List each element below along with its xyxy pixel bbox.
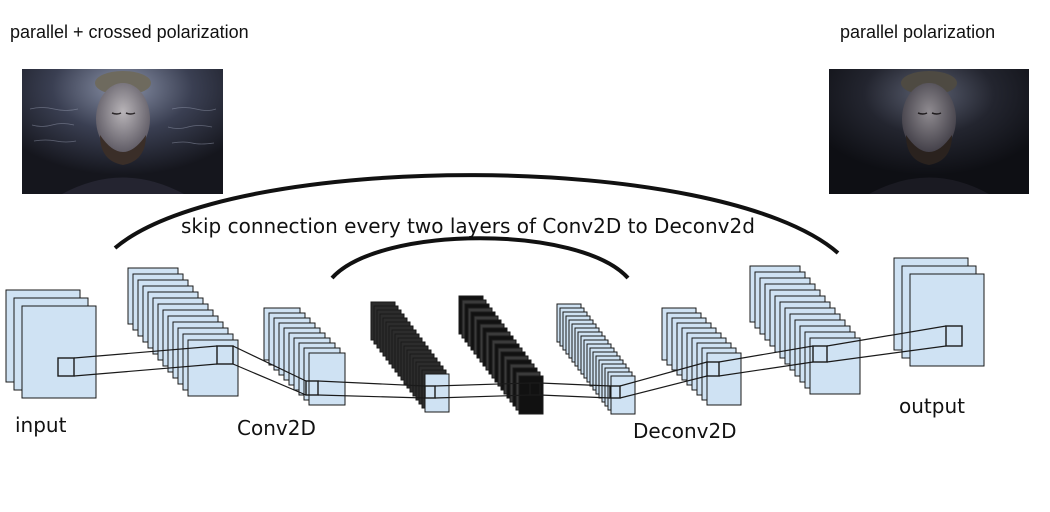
conv2d-label: Conv2D bbox=[237, 416, 316, 440]
projection-line bbox=[317, 380, 426, 387]
projection-line bbox=[826, 345, 947, 363]
projection-line bbox=[826, 325, 947, 347]
inner-skip-arc bbox=[330, 236, 630, 280]
input-face-photo bbox=[22, 69, 223, 194]
deconv-stack-3 bbox=[749, 265, 861, 395]
feature-map bbox=[909, 273, 985, 367]
deconv-stack-2 bbox=[661, 307, 742, 406]
projection-line bbox=[434, 394, 531, 399]
feature-map bbox=[424, 373, 450, 413]
projection-line bbox=[73, 345, 218, 359]
kernel-window bbox=[305, 380, 319, 396]
projection-line bbox=[232, 363, 307, 396]
kernel-window bbox=[609, 385, 621, 399]
output-stack bbox=[893, 257, 985, 367]
deconv2d-label: Deconv2D bbox=[633, 419, 737, 443]
conv-stack-2 bbox=[263, 307, 346, 406]
projection-line bbox=[718, 345, 814, 363]
kernel-window bbox=[57, 357, 75, 377]
projection-line bbox=[619, 375, 708, 399]
left-image-caption: parallel + crossed polarization bbox=[10, 22, 249, 42]
conv-stack-3 bbox=[370, 301, 450, 413]
bottleneck-stack bbox=[458, 295, 544, 415]
skip-connection-label: skip connection every two layers of Conv… bbox=[181, 214, 755, 238]
projection-line bbox=[539, 394, 611, 399]
outer-skip-arc bbox=[113, 173, 840, 255]
projection-line bbox=[718, 361, 814, 377]
projection-line bbox=[73, 363, 218, 377]
projection-line bbox=[317, 394, 426, 399]
projection-line bbox=[232, 345, 307, 382]
kernel-window bbox=[812, 345, 828, 363]
feature-map bbox=[809, 337, 861, 395]
feature-map bbox=[187, 339, 239, 397]
kernel-window bbox=[706, 361, 720, 377]
kernel-window bbox=[945, 325, 963, 347]
output-face-photo bbox=[829, 69, 1029, 194]
right-image-caption: parallel polarization bbox=[840, 22, 996, 42]
input-label: input bbox=[15, 413, 67, 437]
kernel-window bbox=[529, 382, 541, 396]
kernel-window bbox=[216, 345, 234, 365]
conv-stack-1 bbox=[127, 267, 239, 397]
projection-line bbox=[434, 382, 531, 387]
projection-line bbox=[539, 382, 611, 387]
input-stack bbox=[5, 289, 97, 399]
output-label: output bbox=[899, 394, 965, 418]
feature-map bbox=[308, 352, 346, 406]
kernel-window bbox=[424, 385, 436, 399]
feature-map bbox=[21, 305, 97, 399]
projection-line bbox=[619, 361, 708, 387]
